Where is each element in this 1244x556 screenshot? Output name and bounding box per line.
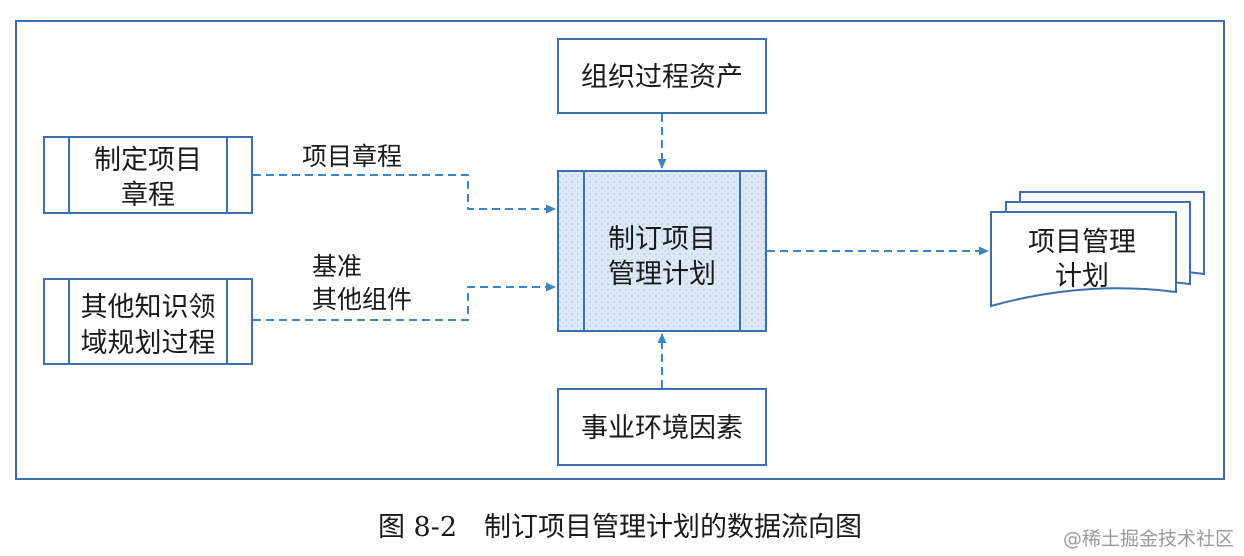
env-factors-box: 事业环境因素	[557, 388, 767, 466]
center-process-box: 制订项目 管理计划	[557, 170, 767, 332]
charter-process-label-line1: 制定项目	[94, 145, 202, 176]
figure-caption: 图 8-2 制订项目管理计划的数据流向图	[378, 512, 862, 543]
other-processes-label-line1: 其他知识领	[81, 292, 216, 323]
output-document-label-line2: 计划	[1055, 261, 1109, 292]
flow-charter-to-center	[253, 174, 556, 214]
output-document-label-line1: 项目管理	[1028, 227, 1136, 258]
other-processes-label-line2: 域规划过程	[81, 328, 216, 359]
charter-process-label-line2: 章程	[121, 180, 175, 211]
env-factors-label: 事业环境因素	[581, 413, 743, 444]
output-document-stack: 项目管理 计划	[990, 191, 1205, 308]
center-process-label-line2: 管理计划	[608, 259, 716, 290]
charter-process-box: 制定项目 章程	[43, 136, 253, 214]
flow-other-processes-to-center	[253, 282, 556, 321]
outer-frame	[15, 20, 1225, 480]
other-flow-label-line1: 基准	[312, 252, 362, 281]
org-assets-label: 组织过程资产	[581, 62, 743, 93]
other-processes-box: 其他知识领 域规划过程	[43, 278, 253, 365]
charter-flow-label: 项目章程	[302, 142, 402, 171]
org-assets-box: 组织过程资产	[557, 38, 767, 114]
watermark: @稀土掘金技术社区	[1063, 528, 1234, 550]
other-flow-label-line2: 其他组件	[312, 285, 412, 314]
center-process-label-line1: 制订项目	[608, 224, 716, 255]
